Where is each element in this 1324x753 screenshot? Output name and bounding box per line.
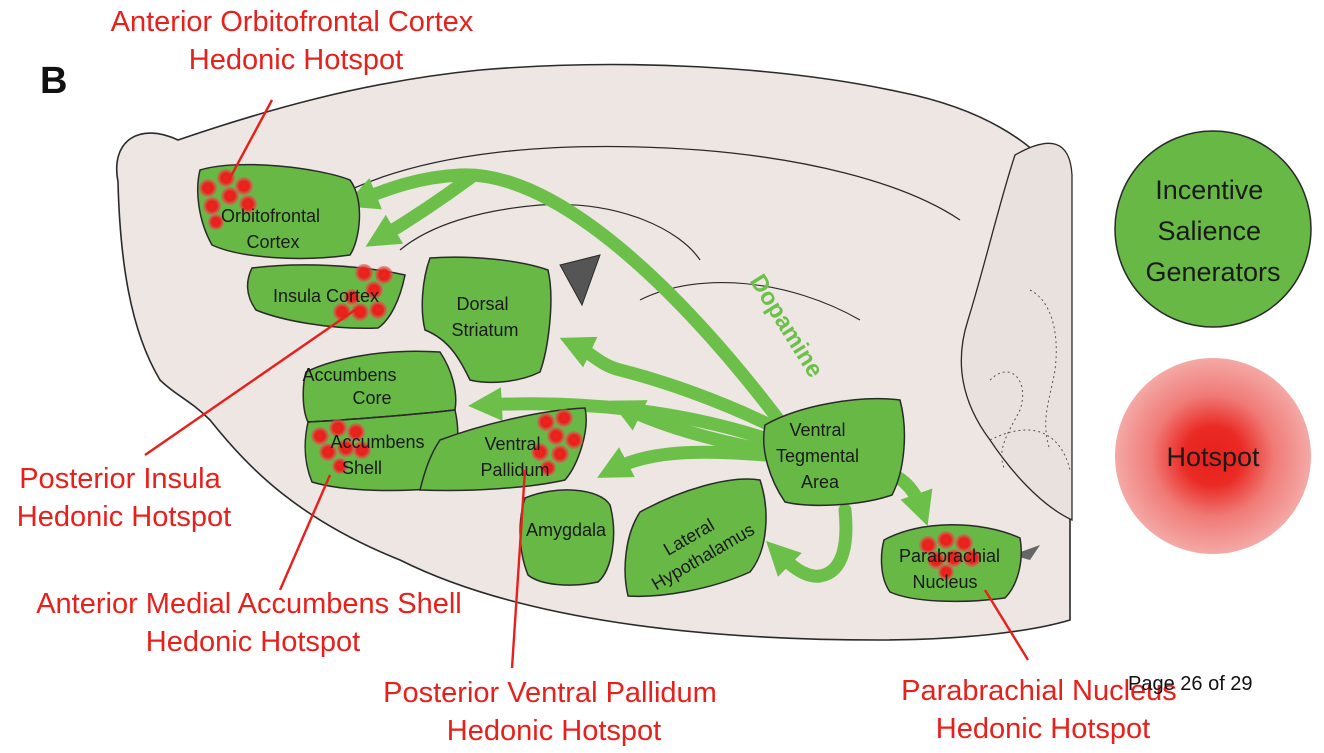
- accumbens-hotspot-label: Anterior Medial Accumbens Shell Hedonic …: [36, 588, 470, 658]
- insula-label: Insula Cortex: [273, 286, 379, 306]
- orbitofrontal-hotspot-label: Anterior Orbitofrontal Cortex Hedonic Ho…: [111, 6, 482, 76]
- legend-generator-label: Incentive Salience Generators: [1145, 175, 1280, 287]
- legend-hotspot-label: Hotspot: [1166, 442, 1260, 472]
- panel-letter: B: [40, 60, 67, 102]
- legend: Incentive Salience Generators Hotspot: [1115, 131, 1311, 554]
- amygdala-label: Amygdala: [526, 520, 607, 540]
- page-footer: Page 26 of 29: [1128, 673, 1253, 696]
- insula-hotspot-label: Posterior Insula Hedonic Hotspot: [17, 463, 231, 533]
- pallidum-hotspot-label: Posterior Ventral Pallidum Hedonic Hotsp…: [383, 677, 725, 747]
